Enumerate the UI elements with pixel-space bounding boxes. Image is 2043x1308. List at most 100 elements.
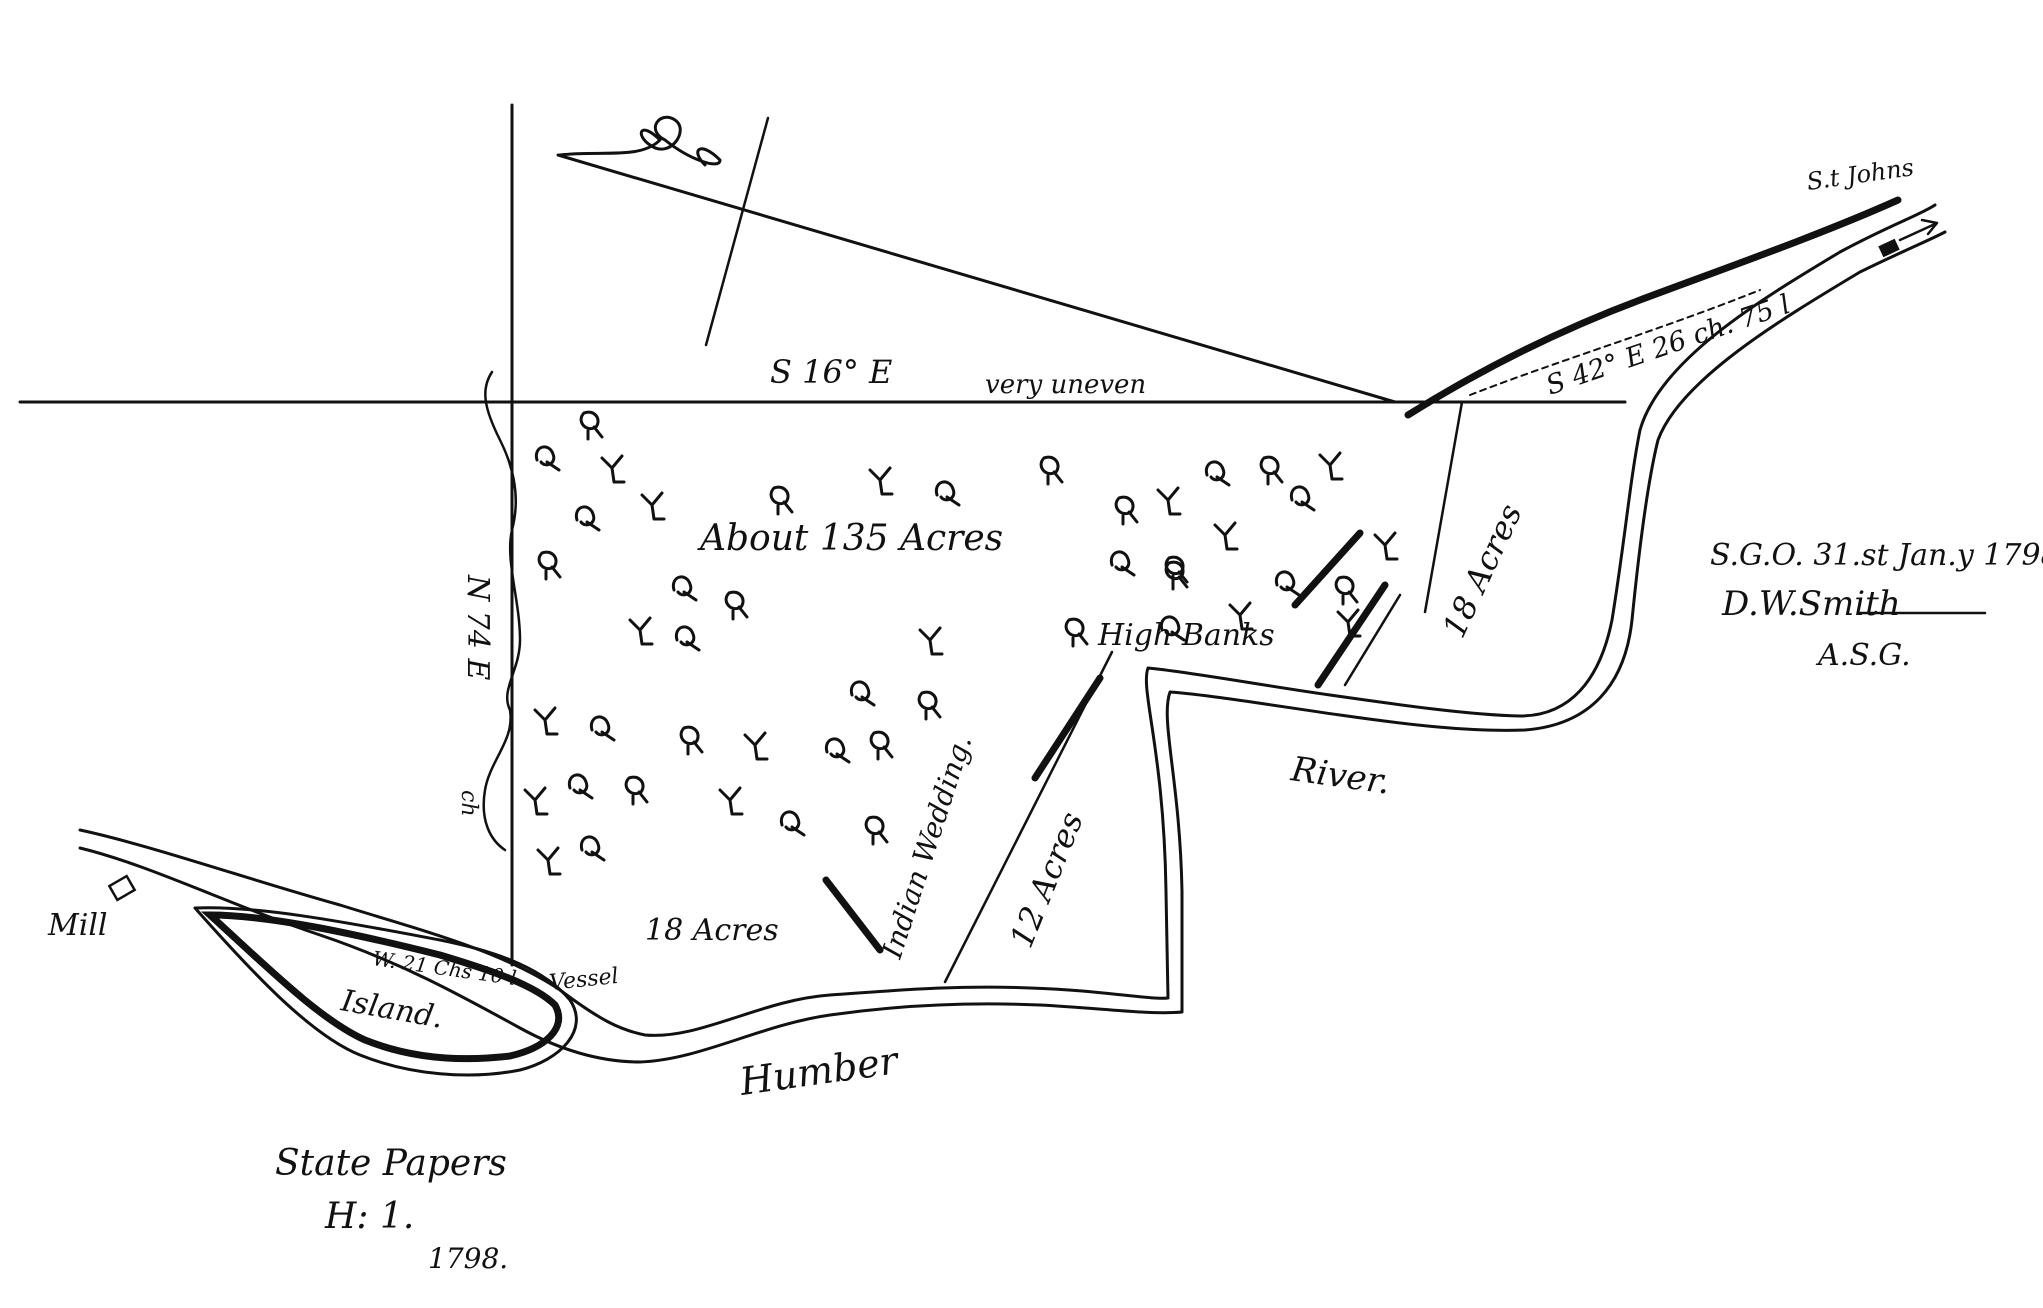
tree-symbol xyxy=(779,810,806,837)
tree-symbol xyxy=(1318,451,1344,481)
map-labels: S.t Johns S 16° E very uneven S 42° E 26… xyxy=(47,153,1916,1104)
tree-symbol xyxy=(579,410,604,441)
attribution-signature: D.W.Smith xyxy=(1721,584,1901,624)
north-line-label: N 74 E xyxy=(460,574,495,680)
very-uneven-label: very uneven xyxy=(985,370,1146,400)
tree-symbol xyxy=(1064,617,1089,648)
tree-symbol xyxy=(574,505,601,532)
attribution-office-date: S.G.O. 31.st Jan.y 1798 xyxy=(1710,538,2043,573)
ornament-scroll xyxy=(558,115,722,167)
tree-symbol xyxy=(1228,601,1254,631)
tree-symbol xyxy=(674,625,701,652)
about-135-acres-label: About 135 Acres xyxy=(697,518,1003,559)
island-inner xyxy=(200,911,563,1063)
tree-symbol xyxy=(934,480,961,507)
tree-symbol xyxy=(917,690,942,721)
st-johns-settlement xyxy=(1404,196,1939,419)
source-note: State Papers H: 1. 1798. xyxy=(275,1143,508,1275)
high-banks-label: High Banks xyxy=(1097,618,1275,653)
tree-symbol xyxy=(624,775,649,806)
humber-label: Humber xyxy=(736,1038,903,1104)
survey-line-cross xyxy=(704,116,770,347)
tree-symbol xyxy=(718,786,744,816)
st-johns-arrowhead xyxy=(1920,218,1939,236)
tree-symbol xyxy=(1336,608,1362,638)
tree-symbols xyxy=(523,410,1399,876)
attribution: S.G.O. 31.st Jan.y 1798 D.W.Smith A.S.G. xyxy=(1710,538,2043,673)
tree-symbol xyxy=(1204,460,1231,487)
river-upper-bank xyxy=(78,203,1937,1037)
tree-symbol xyxy=(1039,455,1064,486)
acres-18-east-label: 18 Acres xyxy=(1435,498,1530,643)
tree-symbol xyxy=(724,590,749,621)
tree-symbol xyxy=(536,846,562,876)
tree-symbol xyxy=(1274,570,1301,597)
tree-symbol xyxy=(579,835,606,862)
tree-symbol xyxy=(537,550,562,581)
tree-symbol xyxy=(534,445,561,472)
tree-symbol xyxy=(567,773,594,800)
tree-symbol xyxy=(864,815,889,846)
river-label: River. xyxy=(1288,749,1393,803)
st-johns-label: S.t Johns xyxy=(1805,153,1916,196)
source-note-line3: 1798. xyxy=(428,1242,508,1275)
tree-symbol xyxy=(1289,485,1316,512)
tree-symbol xyxy=(918,626,944,656)
tree-symbol xyxy=(671,575,698,602)
mill xyxy=(107,874,137,902)
tree-symbol xyxy=(533,706,559,736)
lot-line-middle xyxy=(1343,593,1402,687)
source-note-line2: H: 1. xyxy=(324,1196,414,1237)
indian-wedding-label: Indian Wedding. xyxy=(875,731,978,963)
tree-symbol xyxy=(849,680,876,707)
compass-ornament xyxy=(558,115,722,167)
settlement-strip xyxy=(1404,196,1902,419)
tree-symbol xyxy=(1164,560,1189,591)
high-bank-marks xyxy=(822,529,1389,954)
tree-symbol xyxy=(769,485,794,516)
tree-symbol xyxy=(743,731,769,761)
attribution-title: A.S.G. xyxy=(1815,638,1911,673)
tree-symbol xyxy=(600,454,626,484)
island-label: Island. xyxy=(338,983,446,1035)
settlement-dashed-line xyxy=(1469,289,1761,396)
tree-symbol xyxy=(1156,486,1182,516)
island xyxy=(193,906,578,1077)
north-line-lower-label: ch xyxy=(456,790,481,817)
acres-18-south-label: 18 Acres xyxy=(645,913,779,948)
tree-symbol xyxy=(628,616,654,646)
tree-symbol xyxy=(869,730,894,761)
source-note-line1: State Papers xyxy=(275,1143,507,1184)
tree-symbol xyxy=(1334,575,1359,606)
tree-symbol xyxy=(523,786,549,816)
tree-symbol xyxy=(824,737,851,764)
tree-symbol xyxy=(1109,550,1136,577)
lot-line-east xyxy=(1423,400,1464,614)
vessel-label: Vessel xyxy=(548,964,620,996)
creek xyxy=(482,370,522,852)
high-bank-mark-1 xyxy=(1291,529,1364,609)
acres-12-label: 12 Acres xyxy=(1002,807,1091,953)
survey-line-s16e-label: S 16° E xyxy=(770,353,892,391)
mill-label: Mill xyxy=(47,908,108,943)
tree-symbol xyxy=(679,725,704,756)
high-bank-mark-3 xyxy=(1031,674,1104,782)
tree-symbol xyxy=(1159,615,1186,642)
island-outer xyxy=(193,906,578,1077)
survey-line-diagonal xyxy=(556,153,1397,404)
river-lower-bank xyxy=(78,230,1947,1064)
tree-symbol xyxy=(589,715,616,742)
tree-symbol xyxy=(640,491,666,521)
tree-symbol xyxy=(1259,455,1284,486)
tree-symbol xyxy=(1373,531,1399,561)
mill-icon xyxy=(107,874,137,902)
tree-symbol xyxy=(868,466,894,496)
humber-river xyxy=(78,203,1947,1064)
tree-symbol xyxy=(1213,521,1239,551)
tree-symbol xyxy=(1114,495,1139,526)
indian-wedding-mark xyxy=(822,876,884,954)
survey-line-s42e-label: S 42° E 26 ch. 75 l xyxy=(1542,289,1794,402)
st-johns-arrow xyxy=(1898,222,1937,242)
st-johns-building xyxy=(1878,238,1900,258)
